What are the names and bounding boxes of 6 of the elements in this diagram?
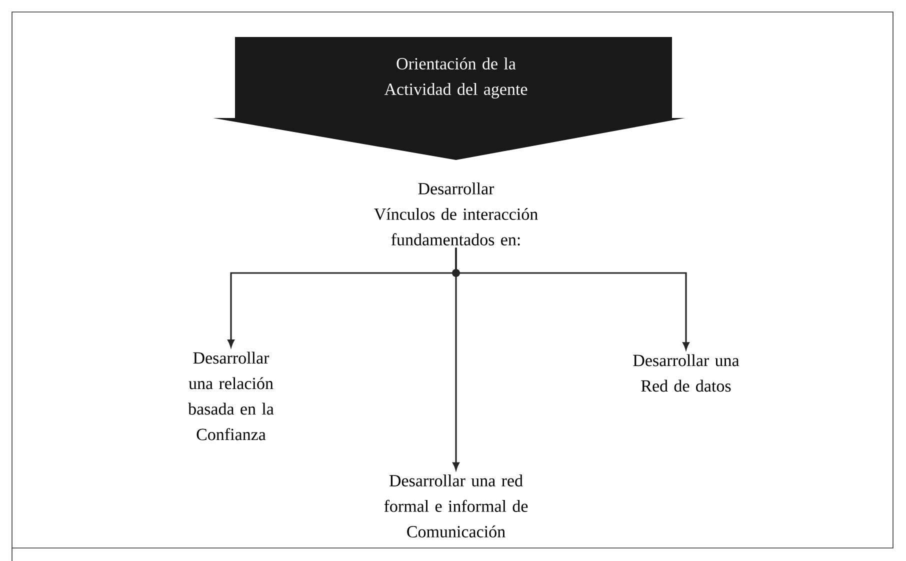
- text-label: Desarrollar una relación basada en la Confianza: [188, 352, 274, 440]
- text-label: Desarrollar una red formal e informal de Comunicación: [384, 474, 528, 538]
- arrow-banner: Orientación de la Actividad del agente: [213, 37, 685, 160]
- arrow: [455, 248, 690, 350]
- text-label: Desarrollar una Red de datos: [633, 354, 740, 392]
- text-label: Desarrollar Vínculos de interacción fundamentados en:: [374, 182, 538, 246]
